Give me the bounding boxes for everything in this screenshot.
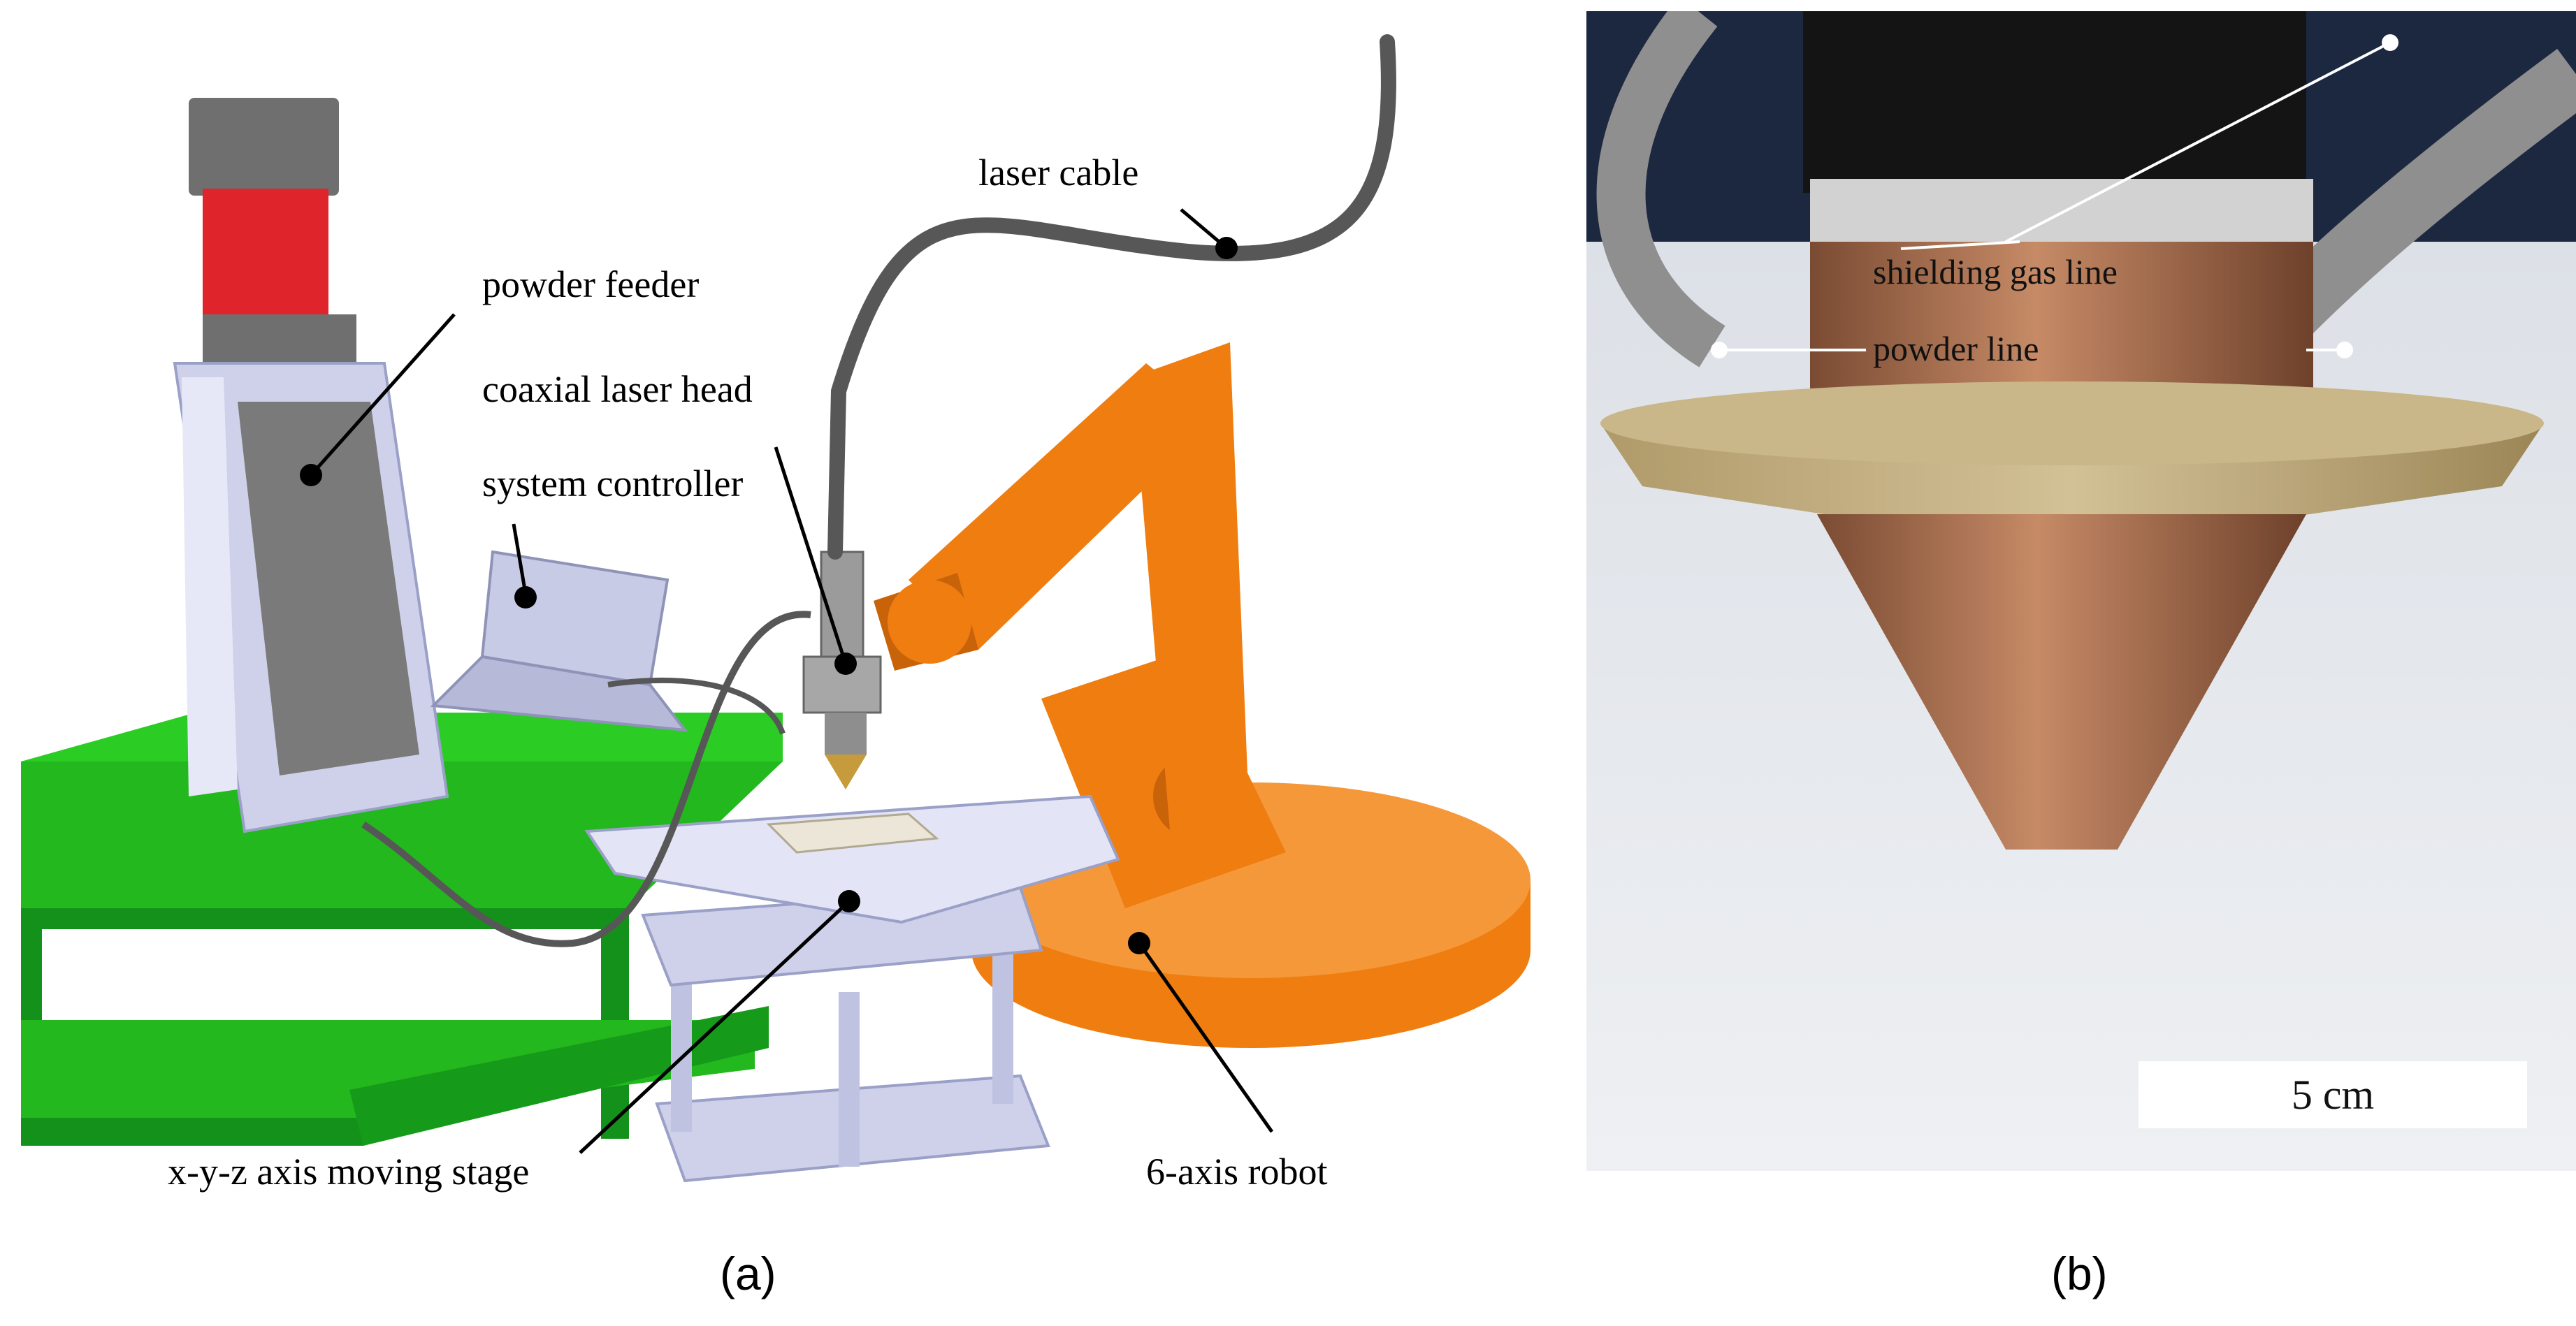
xyz-stage: [584, 794, 1120, 1183]
schematic-drawing: powder feeder coaxial laser head system …: [21, 34, 1531, 1193]
label-coaxial-laser-head: coaxial laser head: [482, 368, 753, 410]
label-shielding-gas-line: shielding gas line: [1873, 252, 2118, 291]
caption-a: (a): [720, 1248, 776, 1299]
panel-a-schematic: powder feeder coaxial laser head system …: [21, 34, 1531, 1299]
controller-cable: [607, 677, 786, 735]
nozzle-photo: shielding gas line powder line: [1586, 0, 2576, 1171]
label-moving-stage: x-y-z axis moving stage: [168, 1151, 529, 1193]
label-laser-cable: laser cable: [978, 152, 1138, 194]
panel-b-photo: shielding gas line powder line 5 cm: [1586, 0, 2576, 1171]
label-robot: 6-axis robot: [1146, 1151, 1327, 1193]
label-powder-feeder: powder feeder: [482, 263, 699, 305]
leader-lines: [310, 208, 1274, 1154]
leader-dots: [300, 237, 1238, 954]
photo-leader-lines: [1719, 41, 2391, 351]
label-system-controller: system controller: [482, 462, 743, 504]
label-powder-line: powder line: [1873, 329, 2039, 368]
caption-b: (b): [2051, 1248, 2108, 1299]
laptop-controller: [430, 550, 688, 732]
scale-bar-label: 5 cm: [2139, 1061, 2527, 1128]
powder-hose: [361, 611, 811, 947]
powder-feeder: [173, 98, 449, 833]
laser-cable-line: [827, 34, 1396, 560]
photo-leader-dots: [1711, 34, 2398, 358]
